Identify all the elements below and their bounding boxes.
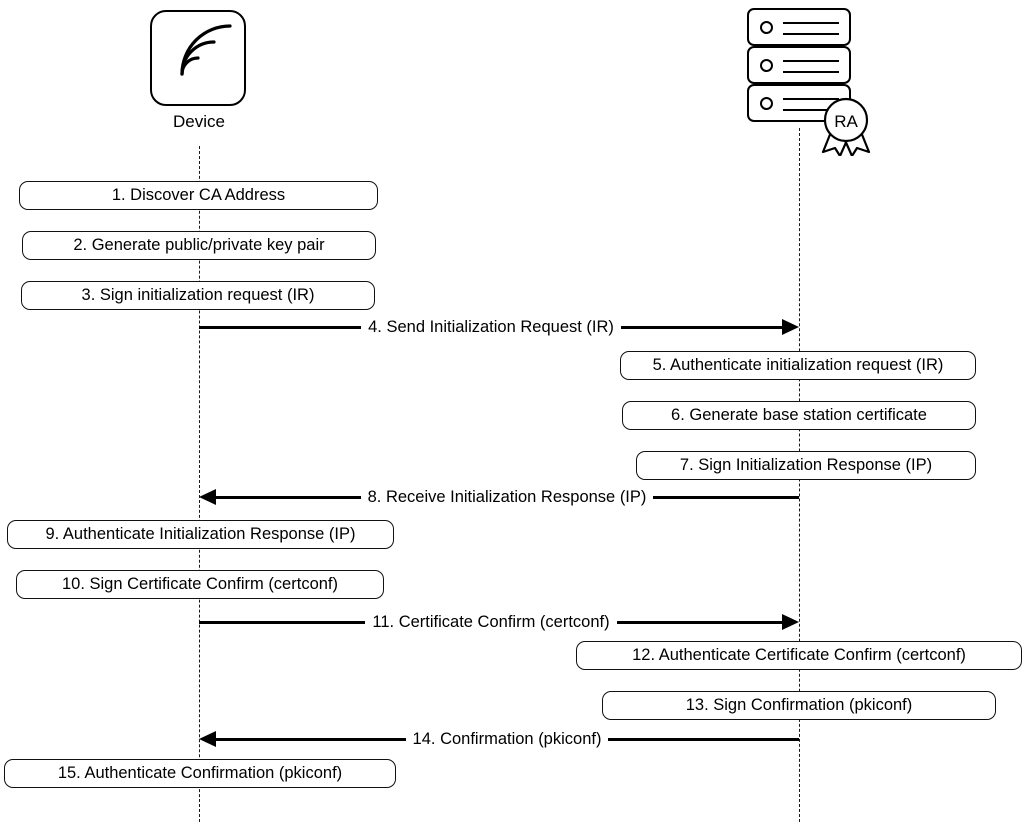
step-box-6[interactable]: 6. Generate base station certificate bbox=[622, 401, 976, 430]
step-message-11[interactable]: 11. Certificate Confirm (certconf) bbox=[199, 607, 799, 637]
ra-badge-label: RA bbox=[834, 112, 858, 131]
server-led-icon bbox=[760, 21, 773, 34]
step-box-12[interactable]: 12. Authenticate Certificate Confirm (ce… bbox=[576, 641, 1022, 670]
actor-device: Device bbox=[150, 10, 248, 150]
arrowhead-right-icon bbox=[782, 614, 799, 630]
server-line bbox=[783, 71, 839, 73]
step-message-8-label: 8. Receive Initialization Response (IP) bbox=[360, 489, 654, 506]
server-line bbox=[783, 60, 839, 62]
step-message-8[interactable]: 8. Receive Initialization Response (IP) bbox=[199, 482, 799, 512]
message-line-left bbox=[215, 737, 406, 741]
message-line-left bbox=[199, 325, 362, 329]
actor-ra: RA bbox=[747, 8, 877, 156]
message-line-right bbox=[608, 737, 800, 741]
message-line-right bbox=[616, 620, 783, 624]
step-box-7[interactable]: 7. Sign Initialization Response (IP) bbox=[636, 451, 976, 480]
step-message-4[interactable]: 4. Send Initialization Request (IR) bbox=[199, 312, 800, 342]
server-line bbox=[783, 22, 839, 24]
server-line bbox=[783, 98, 839, 100]
step-message-14-label: 14. Confirmation (pkiconf) bbox=[405, 731, 609, 748]
message-line-left bbox=[199, 620, 366, 624]
step-box-15[interactable]: 15. Authenticate Confirmation (pkiconf) bbox=[4, 759, 396, 788]
arrowhead-left-icon bbox=[199, 731, 216, 747]
lifeline-device bbox=[199, 146, 200, 822]
server-unit-1 bbox=[747, 8, 851, 46]
certificate-badge-icon: RA bbox=[815, 96, 877, 156]
message-line-right bbox=[653, 495, 799, 499]
step-box-2[interactable]: 2. Generate public/private key pair bbox=[22, 231, 376, 260]
wireless-device-icon bbox=[150, 10, 246, 106]
step-message-11-label: 11. Certificate Confirm (certconf) bbox=[365, 614, 617, 631]
step-message-4-label: 4. Send Initialization Request (IR) bbox=[361, 319, 621, 336]
server-led-icon bbox=[760, 59, 773, 72]
server-unit-2 bbox=[747, 46, 851, 84]
step-box-1[interactable]: 1. Discover CA Address bbox=[19, 181, 378, 210]
server-led-icon bbox=[760, 97, 773, 110]
server-line bbox=[783, 109, 839, 111]
message-line-right bbox=[620, 325, 784, 329]
step-message-14[interactable]: 14. Confirmation (pkiconf) bbox=[199, 724, 800, 754]
arrowhead-right-icon bbox=[782, 319, 800, 335]
actor-device-label: Device bbox=[173, 112, 225, 131]
step-box-10[interactable]: 10. Sign Certificate Confirm (certconf) bbox=[16, 570, 384, 599]
step-box-9[interactable]: 9. Authenticate Initialization Response … bbox=[7, 520, 394, 549]
message-line-left bbox=[215, 495, 361, 499]
step-box-13[interactable]: 13. Sign Confirmation (pkiconf) bbox=[602, 691, 996, 720]
server-line bbox=[783, 33, 839, 35]
arrowhead-left-icon bbox=[199, 489, 216, 505]
step-box-3[interactable]: 3. Sign initialization request (IR) bbox=[21, 281, 375, 310]
step-box-5[interactable]: 5. Authenticate initialization request (… bbox=[620, 351, 976, 380]
